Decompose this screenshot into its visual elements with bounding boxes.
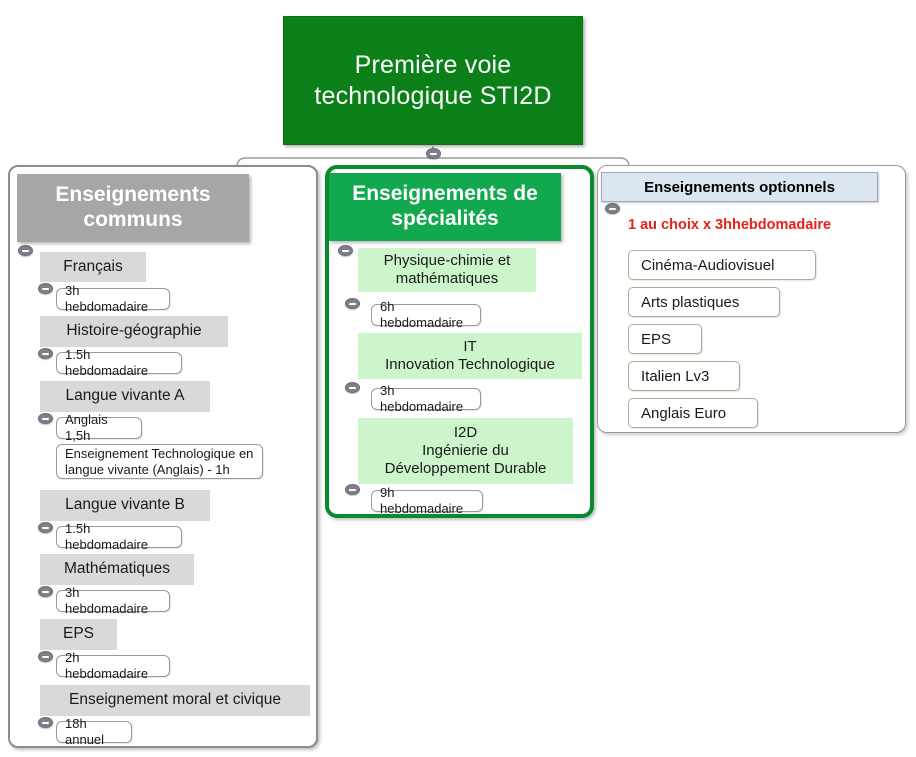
node-option-italien-lv3-label: Italien Lv3	[641, 367, 710, 385]
leaf-mathematiques-hours-label: 3h hebdomadaire	[65, 585, 149, 616]
collapse-handle-specialites[interactable]	[338, 245, 353, 256]
leaf-emc-hours[interactable]: 18h annuel	[56, 716, 132, 747]
collapse-handle-optionnels[interactable]	[605, 203, 620, 214]
node-eps-commun[interactable]: EPS	[40, 619, 117, 650]
collapse-handle-mathematiques[interactable]	[38, 586, 53, 597]
branch-header-common-label: Enseignements communs	[55, 183, 211, 231]
branch-header-optionnels[interactable]: Enseignements optionnels	[601, 172, 878, 202]
node-mathematiques[interactable]: Mathématiques	[40, 554, 194, 585]
node-option-italien-lv3[interactable]: Italien Lv3	[628, 361, 740, 391]
node-i2d-label: I2D Ingénierie du Développement Durable	[384, 423, 547, 478]
leaf-etlv-label: Enseignement Technologique en langue viv…	[65, 445, 254, 477]
leaf-langue-vivante-b-hours[interactable]: 1.5h hebdomadaire	[56, 521, 182, 552]
node-option-cinema-audiovisuel-label: Cinéma-Audiovisuel	[641, 256, 775, 274]
node-option-anglais-euro[interactable]: Anglais Euro	[628, 398, 758, 428]
leaf-langue-vivante-b-hours-label: 1.5h hebdomadaire	[65, 521, 149, 552]
leaf-innovation-technologique-hours-label: 3h hebdomadaire	[380, 383, 464, 414]
node-emc[interactable]: Enseignement moral et civique	[40, 685, 310, 716]
leaf-anglais-hours-label: Anglais 1,5h	[65, 412, 108, 443]
leaf-mathematiques-hours[interactable]: 3h hebdomadaire	[56, 585, 170, 616]
collapse-handle-langue-vivante-b[interactable]	[38, 522, 53, 533]
collapse-handle-root[interactable]	[426, 148, 441, 159]
node-option-eps[interactable]: EPS	[628, 324, 702, 354]
leaf-innovation-technologique-hours[interactable]: 3h hebdomadaire	[371, 383, 481, 414]
node-langue-vivante-b[interactable]: Langue vivante B	[40, 490, 210, 521]
leaf-i2d-hours[interactable]: 9h hebdomadaire	[371, 485, 483, 516]
node-option-anglais-euro-label: Anglais Euro	[641, 404, 727, 422]
root-node[interactable]: Première voie technologique STI2D	[283, 16, 583, 145]
node-option-eps-label: EPS	[641, 330, 672, 348]
node-option-arts-plastiques[interactable]: Arts plastiques	[628, 287, 780, 317]
node-histoire-geographie[interactable]: Histoire-géographie	[40, 316, 228, 347]
root-node-label: Première voie technologique STI2D	[314, 51, 552, 110]
leaf-physique-chimie-hours[interactable]: 6h hebdomadaire	[371, 299, 481, 330]
collapse-handle-innovation-technologique[interactable]	[345, 382, 360, 393]
node-physique-chimie-label: Physique-chimie et mathématiques	[383, 251, 511, 287]
node-francais-label: Français	[63, 257, 123, 275]
node-option-cinema-audiovisuel[interactable]: Cinéma-Audiovisuel	[628, 250, 816, 280]
collapse-handle-physique-chimie[interactable]	[345, 298, 360, 309]
node-eps-commun-label: EPS	[62, 625, 94, 643]
collapse-handle-emc[interactable]	[38, 717, 53, 728]
collapse-handle-langue-vivante-a[interactable]	[38, 413, 53, 424]
node-mathematiques-label: Mathématiques	[64, 560, 170, 578]
leaf-eps-commun-hours[interactable]: 2h hebdomadaire	[56, 650, 170, 681]
collapse-handle-francais[interactable]	[38, 283, 53, 294]
leaf-emc-hours-label: 18h annuel	[65, 716, 105, 747]
node-option-arts-plastiques-label: Arts plastiques	[641, 293, 740, 311]
collapse-handle-i2d[interactable]	[345, 484, 360, 495]
node-francais[interactable]: Français	[40, 252, 146, 282]
leaf-histoire-geographie-hours-label: 1.5h hebdomadaire	[65, 347, 149, 378]
leaf-francais-hours[interactable]: 3h hebdomadaire	[56, 283, 170, 314]
node-langue-vivante-a[interactable]: Langue vivante A	[40, 381, 210, 412]
collapse-handle-eps-commun[interactable]	[38, 651, 53, 662]
branch-header-common[interactable]: Enseignements communs	[17, 174, 249, 242]
node-innovation-technologique[interactable]: IT Innovation Technologique	[358, 333, 582, 379]
leaf-etlv[interactable]: Enseignement Technologique en langue viv…	[56, 444, 263, 479]
leaf-anglais-hours[interactable]: Anglais 1,5h	[56, 412, 142, 443]
leaf-eps-commun-hours-label: 2h hebdomadaire	[65, 650, 149, 681]
leaf-francais-hours-label: 3h hebdomadaire	[65, 283, 149, 314]
node-histoire-geographie-label: Histoire-géographie	[66, 322, 202, 340]
node-physique-chimie[interactable]: Physique-chimie et mathématiques	[358, 248, 536, 292]
node-innovation-technologique-label: IT Innovation Technologique	[385, 337, 555, 373]
collapse-handle-histoire-geographie[interactable]	[38, 348, 53, 359]
note-un-au-choix: 1 au choix x 3hhebdomadaire	[628, 214, 888, 236]
branch-header-specialites[interactable]: Enseignements de spécialités	[329, 173, 561, 241]
leaf-i2d-hours-label: 9h hebdomadaire	[380, 485, 464, 516]
node-i2d[interactable]: I2D Ingénierie du Développement Durable	[358, 418, 573, 484]
collapse-handle-common[interactable]	[18, 245, 33, 256]
node-langue-vivante-a-label: Langue vivante A	[65, 387, 185, 405]
node-langue-vivante-b-label: Langue vivante B	[65, 496, 185, 514]
node-emc-label: Enseignement moral et civique	[69, 691, 281, 709]
branch-header-specialites-label: Enseignements de spécialités	[352, 182, 538, 230]
branch-header-optionnels-label: Enseignements optionnels	[644, 178, 835, 196]
note-un-au-choix-label: 1 au choix x 3hhebdomadaire	[628, 217, 832, 233]
leaf-physique-chimie-hours-label: 6h hebdomadaire	[380, 299, 464, 330]
leaf-histoire-geographie-hours[interactable]: 1.5h hebdomadaire	[56, 347, 182, 378]
